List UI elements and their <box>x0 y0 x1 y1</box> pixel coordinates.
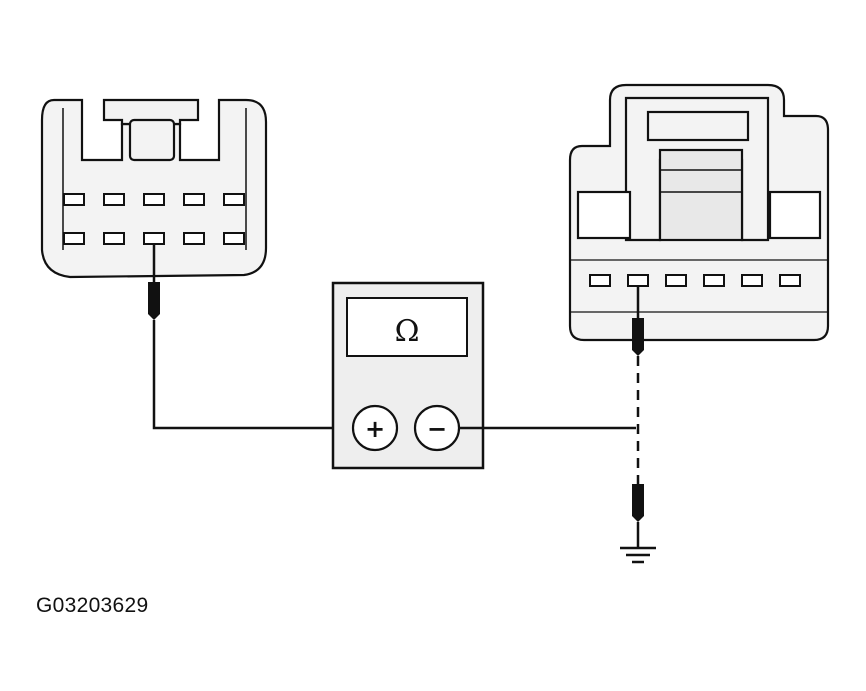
positive-lead-wire <box>152 320 352 430</box>
pin <box>63 232 85 245</box>
left-connector-latch <box>102 98 200 126</box>
negative-terminal-label: − <box>427 415 447 443</box>
ground-icon <box>620 522 656 564</box>
pin <box>589 274 611 287</box>
right-connector-window <box>646 110 750 142</box>
figure-id: G03203629 <box>36 594 149 617</box>
pin-tested <box>143 232 165 245</box>
pin <box>223 193 245 206</box>
left-connector-body <box>40 98 268 279</box>
pin <box>143 193 165 206</box>
left-connector-lock <box>128 118 176 162</box>
ohm-symbol: Ω <box>395 314 420 349</box>
pin <box>779 274 801 287</box>
ohmmeter: Ω + − <box>331 281 485 470</box>
left-probe <box>148 244 352 430</box>
positive-terminal-label: + <box>365 415 385 443</box>
pin-tested <box>627 274 649 287</box>
right-connector <box>568 83 830 342</box>
probe-lead-icon <box>148 282 160 320</box>
pin <box>703 274 725 287</box>
positive-terminal[interactable] <box>351 404 399 452</box>
pin <box>665 274 687 287</box>
pin <box>103 193 125 206</box>
right-probe <box>632 286 644 522</box>
meter-display <box>346 297 468 357</box>
right-connector-slot <box>576 190 632 240</box>
left-connector <box>40 98 268 279</box>
pin <box>103 232 125 245</box>
pin <box>741 274 763 287</box>
right-connector-lock <box>658 148 744 242</box>
probe-lead-icon <box>632 484 644 522</box>
pin <box>223 232 245 245</box>
pin <box>63 193 85 206</box>
pin <box>183 193 205 206</box>
probe-lead-icon <box>632 318 644 356</box>
right-connector-slot <box>768 190 822 240</box>
pin <box>183 232 205 245</box>
